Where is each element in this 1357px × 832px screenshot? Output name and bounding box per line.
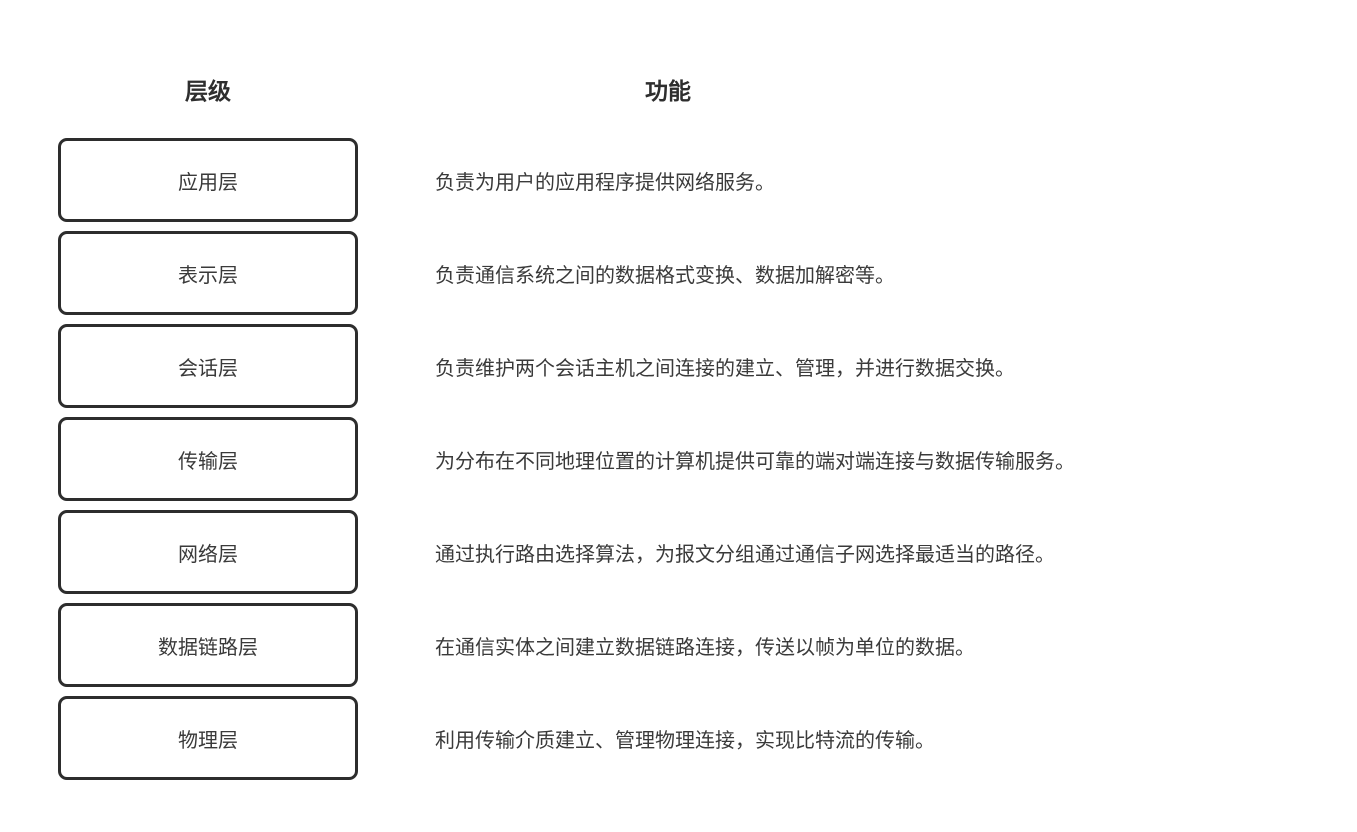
layer-box: 应用层 bbox=[58, 138, 358, 222]
layer-box: 网络层 bbox=[58, 510, 358, 594]
layer-box: 物理层 bbox=[58, 696, 358, 780]
layer-name-label: 会话层 bbox=[178, 357, 238, 380]
layer-box: 传输层 bbox=[58, 417, 358, 501]
layer-description: 在通信实体之间建立数据链路连接，传送以帧为单位的数据。 bbox=[435, 636, 975, 659]
layer-box: 表示层 bbox=[58, 231, 358, 315]
layer-row: 应用层 负责为用户的应用程序提供网络服务。 bbox=[58, 138, 1357, 222]
function-column-header: 功能 bbox=[645, 78, 691, 104]
layer-row: 数据链路层 在通信实体之间建立数据链路连接，传送以帧为单位的数据。 bbox=[58, 603, 1357, 687]
layer-name-label: 表示层 bbox=[178, 264, 238, 287]
layer-name-label: 应用层 bbox=[178, 171, 238, 194]
layer-row: 表示层 负责通信系统之间的数据格式变换、数据加解密等。 bbox=[58, 231, 1357, 315]
layer-name-label: 数据链路层 bbox=[158, 636, 258, 659]
layer-row: 物理层 利用传输介质建立、管理物理连接，实现比特流的传输。 bbox=[58, 696, 1357, 780]
layer-rows: 应用层 负责为用户的应用程序提供网络服务。 表示层 负责通信系统之间的数据格式变… bbox=[58, 138, 1357, 780]
layer-box: 数据链路层 bbox=[58, 603, 358, 687]
layer-description: 负责通信系统之间的数据格式变换、数据加解密等。 bbox=[435, 264, 895, 287]
layer-description: 负责维护两个会话主机之间连接的建立、管理，并进行数据交换。 bbox=[435, 357, 1015, 380]
layer-description: 为分布在不同地理位置的计算机提供可靠的端对端连接与数据传输服务。 bbox=[435, 450, 1075, 473]
column-headers: 层级 功能 bbox=[58, 0, 1357, 105]
layer-name-label: 物理层 bbox=[178, 729, 238, 752]
layer-box: 会话层 bbox=[58, 324, 358, 408]
layer-row: 网络层 通过执行路由选择算法，为报文分组通过通信子网选择最适当的路径。 bbox=[58, 510, 1357, 594]
layer-name-label: 网络层 bbox=[178, 543, 238, 566]
layer-description: 利用传输介质建立、管理物理连接，实现比特流的传输。 bbox=[435, 729, 935, 752]
layer-row: 传输层 为分布在不同地理位置的计算机提供可靠的端对端连接与数据传输服务。 bbox=[58, 417, 1357, 501]
level-column-header: 层级 bbox=[185, 78, 231, 104]
layer-name-label: 传输层 bbox=[178, 450, 238, 473]
layer-row: 会话层 负责维护两个会话主机之间连接的建立、管理，并进行数据交换。 bbox=[58, 324, 1357, 408]
layer-description: 通过执行路由选择算法，为报文分组通过通信子网选择最适当的路径。 bbox=[435, 543, 1055, 566]
layer-description: 负责为用户的应用程序提供网络服务。 bbox=[435, 171, 775, 194]
